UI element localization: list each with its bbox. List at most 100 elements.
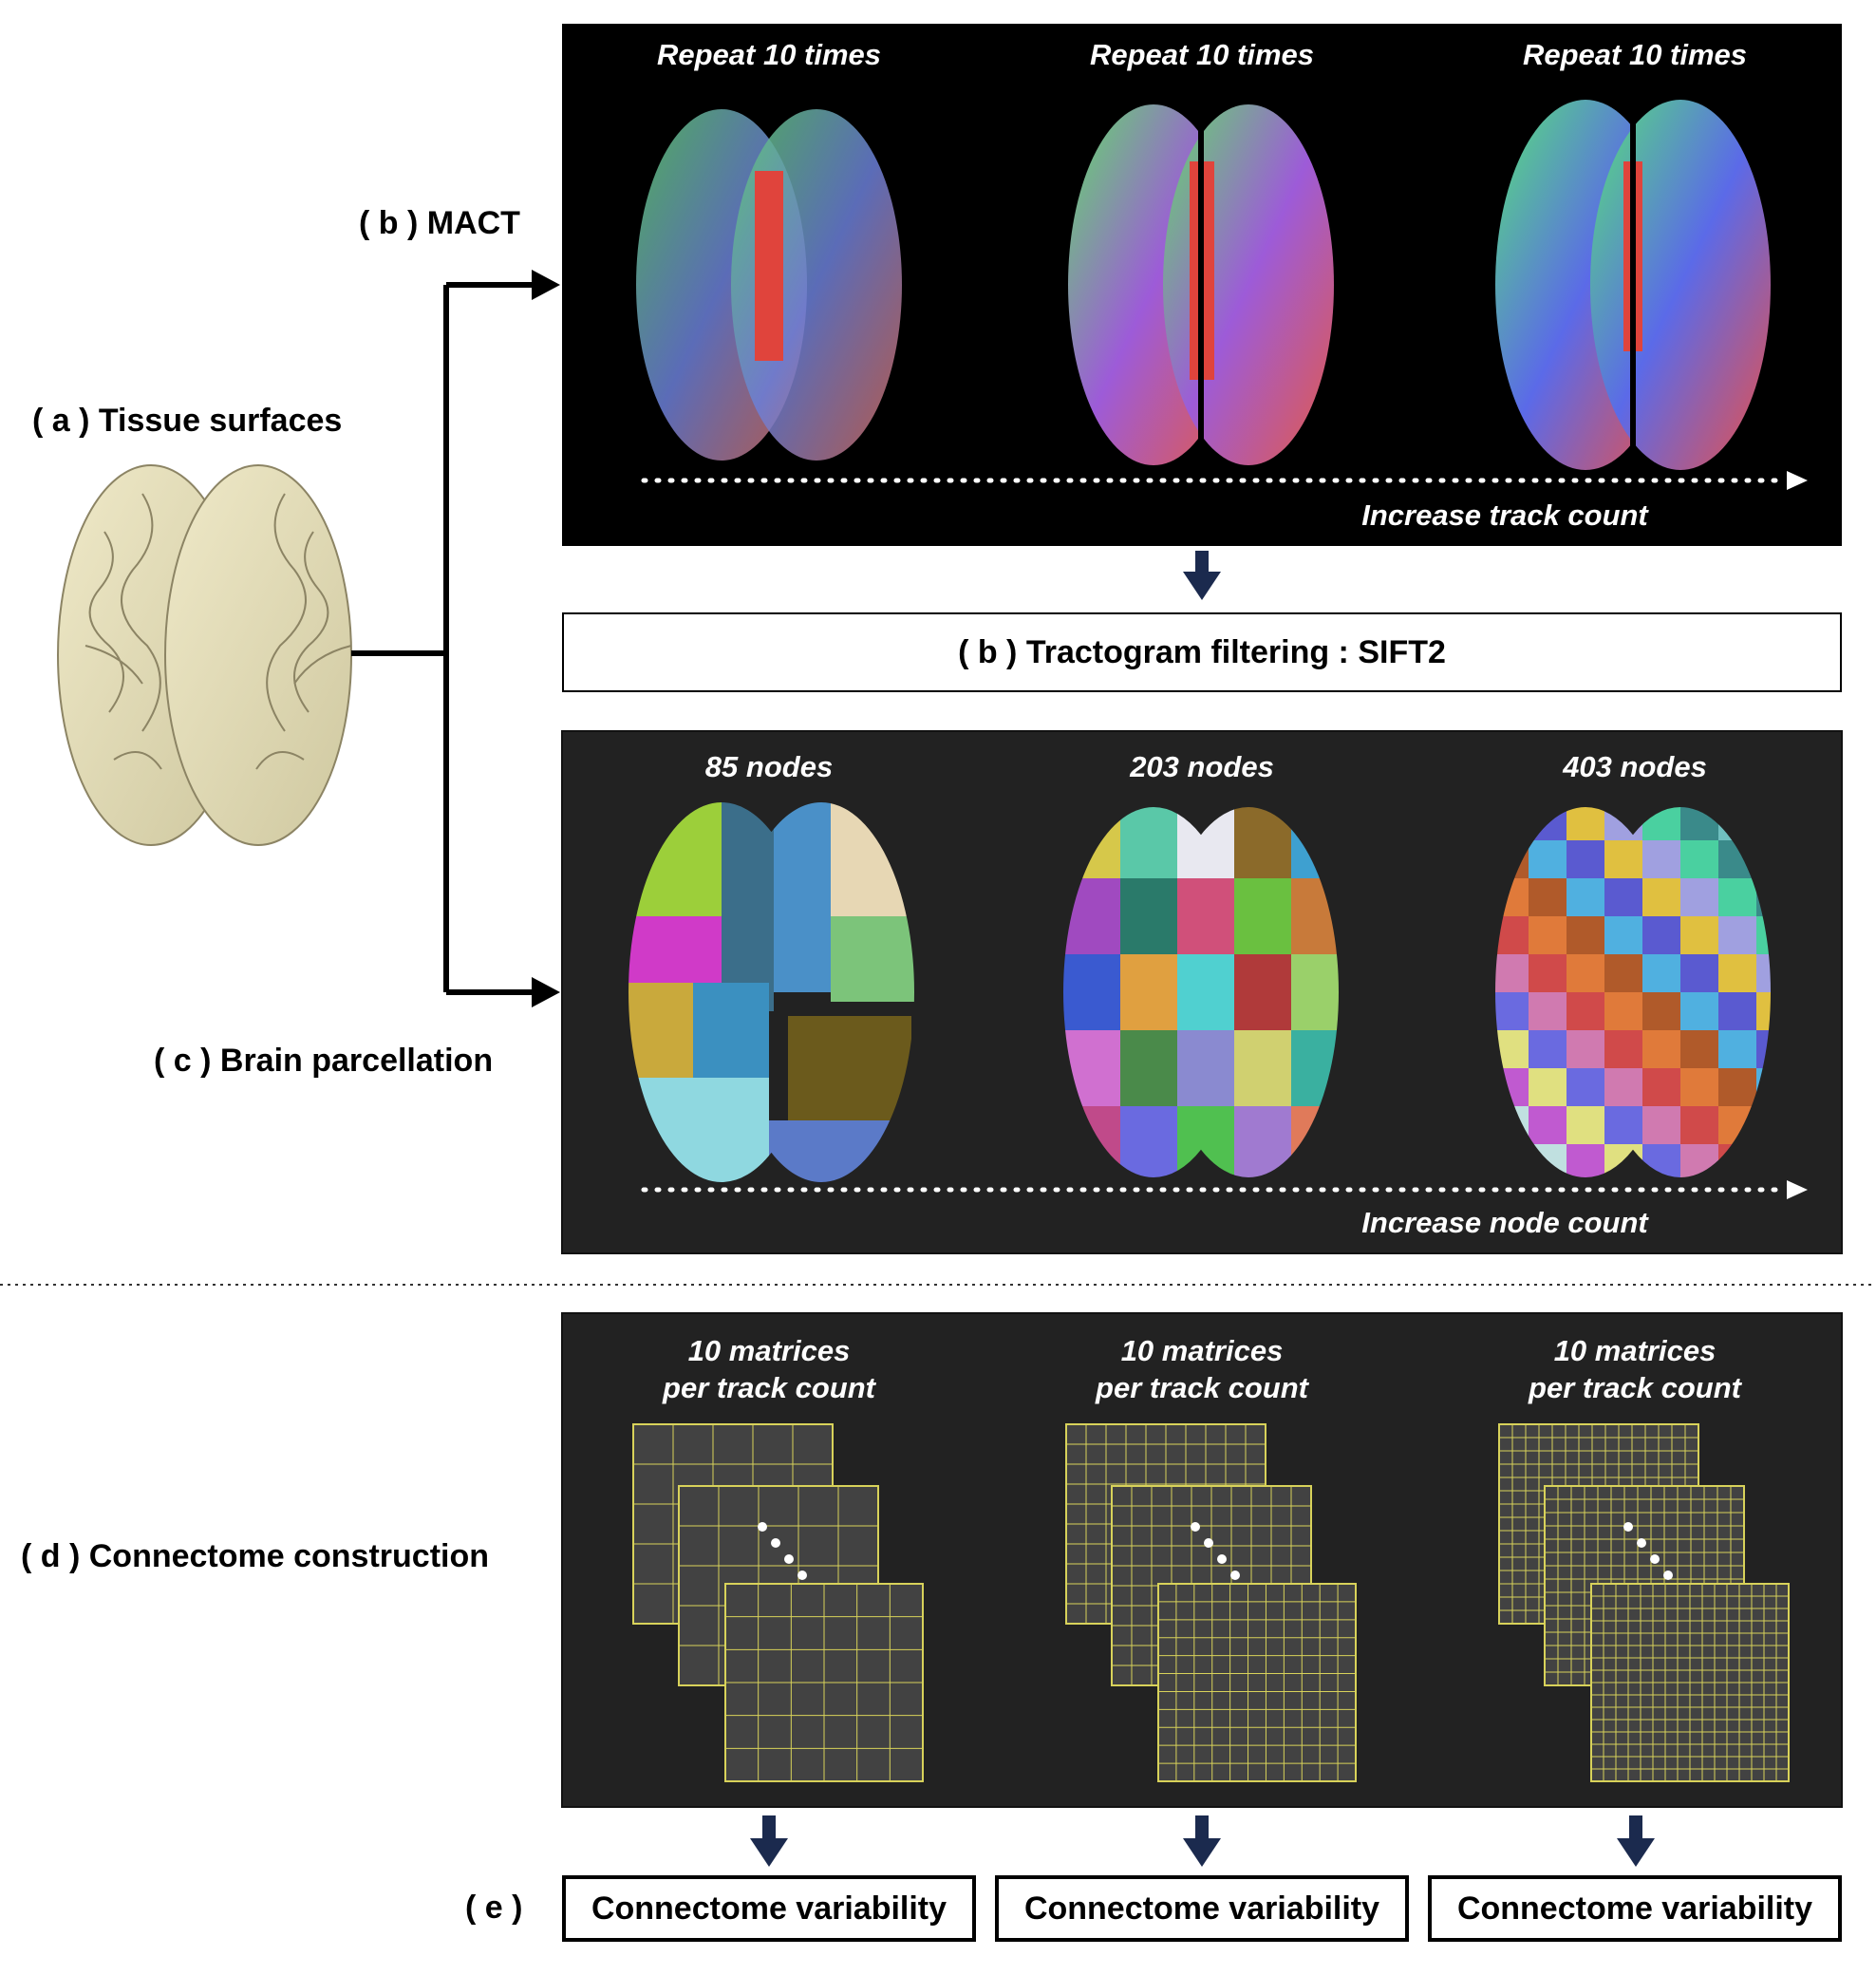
label-connectome-construction: ( d ) Connectome construction (21, 1538, 489, 1574)
parcel-patch (1566, 1030, 1604, 1068)
parcel-patch (1566, 1144, 1604, 1177)
track-count-axis-head (1787, 471, 1808, 490)
parcel-patch (1718, 1030, 1756, 1068)
ellipsis-dot (1663, 1571, 1673, 1580)
label-e: ( e ) (465, 1890, 523, 1926)
parcel-patch (1642, 1068, 1680, 1106)
parcellation-brain-85 (628, 802, 914, 1182)
mact-caption-2: Repeat 10 times (1089, 38, 1315, 71)
connectome-caption-3-line1: 10 matrices (1553, 1334, 1717, 1367)
parcel-patch (1566, 840, 1604, 878)
parcel-patch (1680, 954, 1718, 992)
parcel-patch (1604, 878, 1642, 916)
parcel-patch (1718, 954, 1756, 992)
parcel-patch (1642, 916, 1680, 954)
arrow-to-mact (532, 270, 560, 300)
parcellation-caption-203: 203 nodes (1130, 750, 1274, 783)
node-count-axis-label: Increase node count (1361, 1206, 1648, 1239)
ellipsis-dot (1191, 1522, 1200, 1532)
matrix-stacks (632, 1423, 1790, 1782)
ellipsis-dot (1204, 1538, 1213, 1548)
parcel-patch (1529, 840, 1566, 878)
parcel-patch (1756, 954, 1771, 992)
parcel-patch (1718, 878, 1756, 916)
parcel-patch (1529, 1068, 1566, 1106)
parcel-patch (1529, 1106, 1566, 1144)
parcellation-caption-403: 403 nodes (1563, 750, 1707, 783)
arrow-down-result-1 (750, 1815, 788, 1867)
parcel-patch (1680, 878, 1718, 916)
mact-caption-3: Repeat 10 times (1522, 38, 1748, 71)
parcel-patch (1566, 954, 1604, 992)
connectome-caption-1-line2: per track count (663, 1371, 875, 1404)
matrix-layer (1157, 1583, 1357, 1782)
parcel-patch (1529, 916, 1566, 954)
connectome-caption-2-line1: 10 matrices (1120, 1334, 1284, 1367)
parcel-patch (1642, 1106, 1680, 1144)
parcellation-brain-203 (1063, 807, 1339, 1177)
parcel-patch (1642, 1030, 1680, 1068)
parcel-patch (1718, 916, 1756, 954)
label-tissue-surfaces: ( a ) Tissue surfaces (32, 403, 343, 439)
parcel-patch (1604, 992, 1642, 1030)
parcel-patch (1495, 992, 1529, 1030)
label-brain-parcellation: ( c ) Brain parcellation (154, 1043, 494, 1079)
arrow-down-result-3 (1617, 1815, 1655, 1867)
result-box-2: Connectome variability (995, 1875, 1409, 1942)
arrow-down-result-2 (1183, 1815, 1221, 1867)
result-box-1: Connectome variability (562, 1875, 976, 1942)
ellipsis-dot (784, 1554, 794, 1564)
parcel-patch (1680, 1030, 1718, 1068)
parcel-patch (1604, 916, 1642, 954)
tractogram-brain-3 (1495, 100, 1771, 470)
result-label-2: Connectome variability (1023, 1890, 1380, 1927)
parcel-patch (1495, 954, 1529, 992)
sift2-filter-label: ( b ) Tractogram filtering : SIFT2 (958, 633, 1446, 670)
tissue-surface-brain (57, 464, 352, 846)
connectome-caption-2-line2: per track count (1096, 1371, 1308, 1404)
parcel-patch (1566, 878, 1604, 916)
parcel-patch (1756, 992, 1771, 1030)
parcel-patch (1680, 1106, 1718, 1144)
parcel-patch (1529, 878, 1566, 916)
label-mact: ( b ) MACT (359, 205, 520, 241)
tractogram-brain-1 (636, 109, 902, 461)
parcel-patch (1642, 954, 1680, 992)
parcel-patch (1529, 954, 1566, 992)
parcel-patch (1718, 992, 1756, 1030)
parcel-patch (1680, 916, 1718, 954)
node-count-axis-head (1787, 1180, 1808, 1199)
parcel-patch (1604, 954, 1642, 992)
parcel-patch (1604, 1106, 1642, 1144)
result-label-1: Connectome variability (591, 1890, 947, 1927)
ellipsis-dot (1637, 1538, 1646, 1548)
parcel-patch (1680, 1068, 1718, 1106)
result-label-3: Connectome variability (1456, 1890, 1813, 1927)
connectome-caption-1-line1: 10 matrices (687, 1334, 851, 1367)
ellipsis-dot (771, 1538, 780, 1548)
mact-caption-1: Repeat 10 times (656, 38, 882, 71)
ellipsis-dot (1650, 1554, 1660, 1564)
connectome-caption-3-line2: per track count (1529, 1371, 1741, 1404)
parcel-patch (1566, 992, 1604, 1030)
parcel-patch (1604, 1030, 1642, 1068)
parcel-patch (1566, 1068, 1604, 1106)
parcel-patch (1604, 1068, 1642, 1106)
parcellation-caption-85: 85 nodes (704, 750, 834, 783)
result-box-3: Connectome variability (1428, 1875, 1842, 1942)
parcel-patch (1642, 840, 1680, 878)
arrow-to-parcellation (532, 977, 560, 1007)
flow-connector (351, 282, 536, 995)
parcel-patch (1604, 840, 1642, 878)
parcel-patch (1642, 878, 1680, 916)
parcel-patch (1566, 916, 1604, 954)
arrow-down-sift2 (1183, 551, 1221, 600)
parcel-patch (1642, 992, 1680, 1030)
parcel-patch (1680, 840, 1718, 878)
ellipsis-dot (758, 1522, 767, 1532)
ellipsis-dot (1623, 1522, 1633, 1532)
sift2-filter-box: ( b ) Tractogram filtering : SIFT2 (562, 612, 1842, 692)
ellipsis-dot (1217, 1554, 1227, 1564)
parcel-patch (1718, 1068, 1756, 1106)
